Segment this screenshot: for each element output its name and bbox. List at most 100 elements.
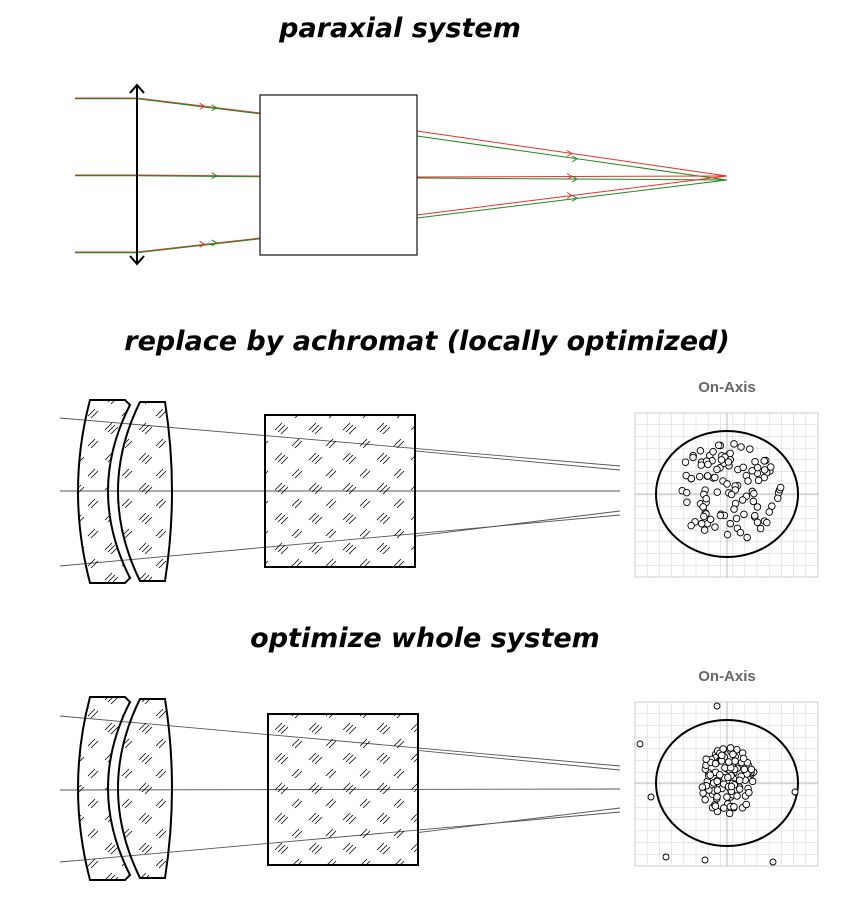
spot-point [689, 453, 697, 462]
spot-point [763, 518, 771, 527]
achromat-system-diagram [59, 399, 621, 584]
ray-arrow-icon [571, 175, 578, 183]
spot-point [715, 771, 724, 779]
spot-point [723, 480, 731, 488]
spot-point [717, 456, 726, 464]
spot-point [733, 792, 741, 800]
spot-point [765, 508, 774, 516]
ray-arrow-icon [199, 240, 206, 248]
spot-point [744, 477, 752, 485]
meniscus-lens-1 [77, 696, 132, 881]
spot-point [716, 511, 725, 520]
spot-point [753, 518, 762, 527]
airy-circle [655, 430, 799, 558]
spot-point [647, 793, 655, 801]
spot-point [738, 496, 747, 504]
spot-point [702, 755, 710, 763]
meniscus-lens-2 [117, 698, 173, 879]
spot-point [737, 443, 745, 451]
spot-point [736, 528, 745, 537]
spot-point [698, 783, 707, 791]
spot-point [726, 744, 735, 752]
spot-point [697, 519, 706, 528]
ray [414, 510, 621, 537]
spot-point [776, 483, 785, 492]
ray-arrow-icon [211, 104, 218, 112]
spot-point [732, 514, 741, 523]
meniscus-lens-1 [77, 399, 132, 584]
spot-point [711, 802, 720, 810]
spot-point [711, 473, 719, 482]
spot-point [687, 521, 695, 530]
section-title-optimized: optimize whole system [250, 623, 600, 654]
spot-point [750, 489, 758, 498]
glass-block [264, 414, 416, 568]
ray-arrow-icon [211, 239, 218, 247]
spot-point [754, 476, 763, 485]
spot-point [756, 524, 765, 533]
spot-point [725, 809, 734, 818]
spot-point [727, 490, 736, 499]
spot-point [687, 474, 696, 483]
spot-point [749, 497, 758, 506]
spot-point [723, 793, 731, 801]
spot-point [747, 765, 756, 774]
section-title-achromat: replace by achromat (locally optimized) [124, 326, 729, 357]
spot-point [740, 510, 748, 519]
spot-point [740, 765, 749, 774]
ray-red [136, 174, 261, 177]
spot-point [703, 472, 712, 480]
spot-point [723, 530, 732, 539]
spot-point [702, 494, 710, 503]
spot-point [681, 458, 690, 466]
spot-point [713, 702, 721, 710]
spot-point [774, 494, 782, 502]
ray [414, 450, 621, 471]
spot-point [727, 782, 736, 791]
lens-arrow-up-icon [129, 83, 145, 94]
ray-arrow-icon [571, 155, 578, 163]
ray-arrow-icon [571, 194, 578, 202]
airy-circle [655, 719, 799, 847]
spot-diagram-optimized [634, 701, 819, 867]
ray-green [136, 238, 261, 254]
spot-point [739, 463, 747, 472]
ray-green [136, 98, 261, 115]
ray-green [136, 175, 261, 178]
spot-diagram-title: On-Axis [698, 379, 756, 396]
spot-point [725, 758, 733, 766]
spot-point [709, 448, 717, 456]
spot-point [711, 759, 720, 768]
ray-red [136, 237, 261, 253]
meniscus-lens-2 [117, 401, 173, 582]
spot-point [662, 853, 670, 861]
spot-point [767, 463, 775, 471]
spot-point [713, 777, 721, 786]
spot-point [745, 788, 753, 797]
spot-diagram-achromat [634, 412, 819, 578]
spot-point [701, 795, 709, 804]
paraxial-system-diagram [75, 83, 728, 266]
spot-point [711, 523, 719, 531]
spot-point [746, 445, 754, 453]
spot-point [751, 511, 759, 520]
paraxial-block [259, 94, 418, 256]
spot-point [760, 466, 769, 474]
spot-point [713, 793, 721, 801]
ray [417, 750, 621, 771]
optimized-system-diagram [59, 696, 621, 881]
spot-point [683, 498, 691, 507]
ray-red [136, 97, 261, 114]
exit-ray-green [416, 177, 728, 181]
spot-point [720, 804, 728, 812]
spot-point [726, 519, 735, 528]
spot-point [719, 745, 727, 753]
ray-arrow-icon [211, 172, 218, 180]
ray [417, 807, 621, 833]
spot-point [706, 771, 715, 779]
spot-point [695, 472, 704, 481]
spot-point [735, 785, 744, 793]
spot-point [682, 488, 691, 497]
spot-point [735, 776, 744, 785]
